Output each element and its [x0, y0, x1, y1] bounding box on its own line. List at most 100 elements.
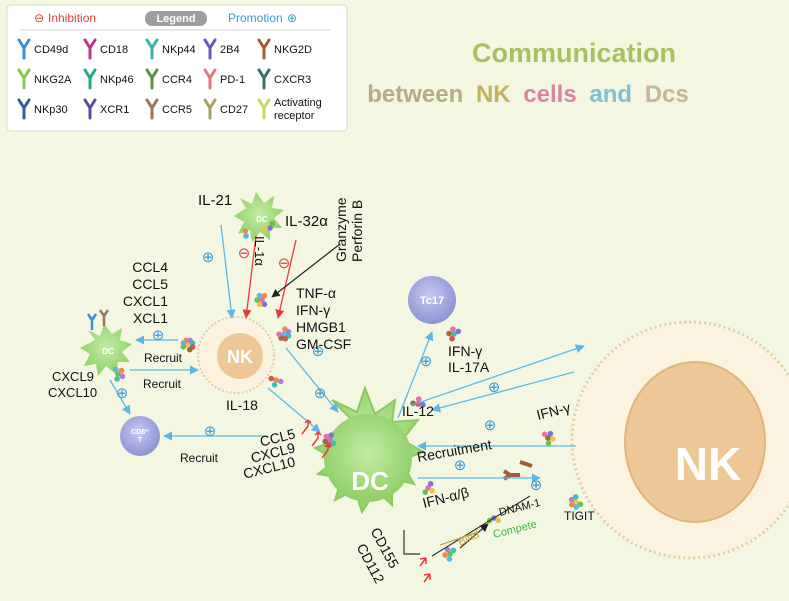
up-arrow-cd112-icon [423, 573, 431, 583]
cytokine-dot [450, 547, 457, 554]
title-nk: NK [476, 81, 511, 108]
legend-item: 2B4 [203, 38, 240, 60]
legend-item-label: NKp44 [162, 44, 196, 56]
legend-receptor-icon [83, 38, 97, 60]
stacked-label: IFN-γ [296, 302, 330, 318]
legend-receptor-icon [145, 98, 159, 120]
cytokine-dot [256, 292, 263, 299]
stacked-label: CCL4 [132, 259, 168, 275]
legend-item-label: 2B4 [220, 44, 240, 56]
legend-item: CXCR3 [257, 68, 311, 90]
figure-title: Communication between NK cells and Dcs [367, 38, 688, 108]
cytokine-dot [323, 433, 330, 440]
stacked-label: CXCL1 [123, 293, 168, 309]
cytokine-dot [285, 328, 292, 335]
cytokine-dot [185, 342, 191, 348]
cytokine-dot [276, 331, 282, 337]
effect-symbols: ⊕⊕⊕⊕⊕⊕⊕⊕⊕⊕⊕⊖⊖ [116, 245, 543, 494]
legend-receptor-icon [203, 98, 217, 120]
legend-item-label: NKp46 [100, 74, 134, 86]
top-dc-label: DC [256, 215, 268, 224]
cytokine-dot [568, 501, 575, 508]
legend-title: Legend [156, 13, 195, 25]
inhibition-label: Inhibition [48, 11, 96, 25]
arrow-il18-to-dc [267, 387, 321, 433]
small-nk-cell: NK [197, 316, 275, 394]
cytokine-dot [328, 432, 334, 438]
cytokine-dot [281, 331, 287, 337]
cytokine-dot [256, 301, 263, 308]
title-line2: between NK cells and Dcs [367, 81, 688, 108]
small-nk-nucleus [217, 333, 263, 379]
label-il1a: IL-1α [252, 236, 267, 266]
left-dc-body [80, 324, 132, 376]
legend-item-label: XCR1 [100, 104, 129, 116]
legend-receptor-icon [17, 38, 31, 60]
stacked-label: GM-CSF [296, 336, 351, 352]
legend-item: NKp30 [17, 98, 68, 120]
promotion-symbol-icon: ⊕ [116, 385, 129, 402]
cytokine-dot [327, 437, 333, 443]
stacked-label: CCL5 [132, 276, 168, 292]
arrow-tnf-to-dc [285, 347, 339, 413]
legend-item: NKG2A [17, 68, 72, 90]
inhibition-symbol-icon: ⊖ [238, 245, 251, 262]
line-bind-gold [439, 531, 479, 546]
arrow-to-cd8 [109, 379, 131, 415]
arrow-il12 [431, 371, 575, 413]
legend-item: NKp46 [83, 68, 134, 90]
cytokine-dot [114, 376, 120, 382]
label-cxcl10: CXCL10 [48, 385, 97, 400]
arrow-bind-dnam [459, 523, 489, 549]
legend-item-label: CD27 [220, 104, 248, 116]
main-dc-label: DC [351, 466, 389, 496]
label-recruit-top: Recruit [144, 351, 183, 365]
legend-item-label: CD49d [34, 44, 68, 56]
cytokine-dot [242, 228, 249, 234]
cytokine-dot [577, 501, 584, 508]
cytokine-dot [573, 504, 580, 510]
title-dcs: Dcs [645, 81, 689, 108]
inhibition-symbol: ⊖ [34, 11, 44, 25]
receptor-ccr5-icon [98, 309, 110, 326]
ifng-il17-list: IFN-γIL-17A [448, 343, 490, 375]
stacked-label: HMGB1 [296, 319, 346, 335]
promotion-label: Promotion [228, 11, 283, 25]
title-between: between [367, 81, 463, 108]
large-nk-cell: NK [570, 320, 789, 560]
arrow-il21 [220, 224, 236, 319]
legend-item: NKp44 [145, 38, 196, 60]
cytokine-dot [572, 494, 579, 500]
cytokine-dot [429, 487, 435, 494]
left-dc-label: DC [102, 347, 114, 356]
legend-receptor-icon [257, 98, 271, 120]
legend-item: CD49d [17, 38, 68, 60]
small-nk-label: NK [227, 347, 253, 367]
legend-receptor-icon [203, 68, 217, 90]
cytokine-dots [112, 220, 584, 562]
legend-item: CCR5 [145, 98, 192, 120]
cytokine-dot [277, 378, 284, 385]
legend-item: CD18 [83, 38, 128, 60]
legend-item-label: NKG2A [34, 74, 72, 86]
top-dc-cell: DC [234, 192, 284, 242]
legend-receptor-icon [203, 38, 217, 60]
legend-item-label: CD18 [100, 44, 128, 56]
legend-receptor-icon [83, 98, 97, 120]
arrow-il1a [242, 235, 257, 319]
cytokine-dot [455, 328, 462, 335]
promotion-symbol-icon: ⊕ [202, 249, 215, 266]
cytokine-dot [495, 517, 502, 524]
promotion-symbol-icon: ⊕ [312, 343, 325, 360]
legend-item-label: PD-1 [220, 74, 245, 86]
promotion-symbol-icon: ⊕ [454, 457, 467, 474]
legend-receptor-icon [83, 68, 97, 90]
